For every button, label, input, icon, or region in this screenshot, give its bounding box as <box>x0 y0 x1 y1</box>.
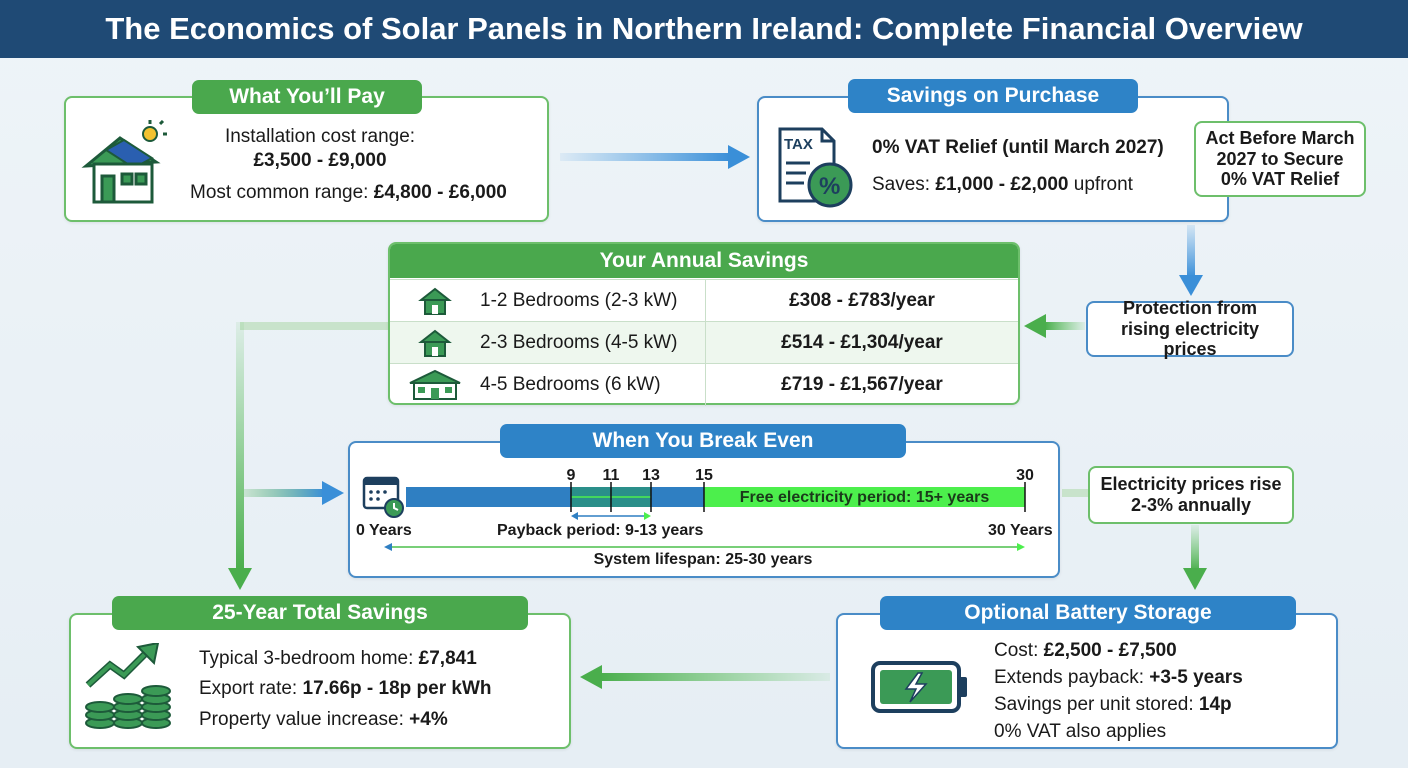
tick-label: 9 <box>566 467 576 484</box>
annual-heading: Your Annual Savings <box>390 244 1018 278</box>
tax-label: TAX <box>784 136 813 153</box>
annual-row-3: 4-5 Bedrooms (6 kW) £719 - £1,567/year <box>390 363 1018 406</box>
house-icon <box>390 328 480 358</box>
tax-document-icon: TAX % <box>778 127 853 208</box>
purchase-heading: Savings on Purchase <box>848 79 1138 113</box>
battery-heading: Optional Battery Storage <box>880 596 1296 630</box>
tick-label: 15 <box>695 467 713 484</box>
pay-line1: Installation cost range: <box>224 126 416 147</box>
battery-per-unit-value: 14p <box>1198 694 1232 715</box>
breakeven-heading: When You Break Even <box>500 424 906 458</box>
free-electricity-label: Free electricity period: 15+ years <box>739 489 990 506</box>
purchase-saves-value: £1,000 - £2,000 <box>935 174 1069 195</box>
lifespan-label: System lifespan: 25-30 years <box>593 551 813 568</box>
total-line2-value: 17.66p - 18p per kWh <box>302 678 492 699</box>
house-icon <box>390 286 480 316</box>
pay-line3-value: £4,800 - £6,000 <box>373 182 507 203</box>
breakeven-timeline <box>362 476 1026 551</box>
purchase-saves-label: Saves: <box>872 174 936 195</box>
end-label: 30 Years <box>988 522 1053 539</box>
battery-per-unit: Savings per unit stored: 14p <box>994 694 1232 716</box>
pay-line2: £3,500 - £9,000 <box>253 150 387 171</box>
battery-extends: Extends payback: +3-5 years <box>994 667 1243 689</box>
battery-cost: Cost: £2,500 - £7,500 <box>994 640 1177 662</box>
protection-note: Protection from rising electricity price… <box>1086 298 1294 359</box>
total-heading: 25-Year Total Savings <box>112 596 528 630</box>
pay-heading: What You’ll Pay <box>192 80 422 114</box>
tick-label: 11 <box>602 467 620 484</box>
battery-extends-label: Extends payback: <box>994 667 1150 688</box>
act-note: Act Before March 2027 to Secure 0% VAT R… <box>1194 121 1366 197</box>
svg-text:%: % <box>819 173 840 200</box>
tick-label: 13 <box>642 467 660 484</box>
annual-row-label: 2-3 Bedrooms (4-5 kW) <box>480 331 678 353</box>
battery-cost-label: Cost: <box>994 640 1044 661</box>
total-line1-value: £7,841 <box>418 648 477 669</box>
annual-row-value: £514 - £1,304/year <box>705 321 1018 364</box>
total-line2-label: Export rate: <box>199 678 303 699</box>
annual-row-value: £719 - £1,567/year <box>705 363 1018 406</box>
battery-icon <box>871 661 967 713</box>
pay-line3: Most common range: £4,800 - £6,000 <box>190 182 507 204</box>
pay-line3-label: Most common range: <box>190 182 374 203</box>
battery-extends-value: +3-5 years <box>1149 667 1243 688</box>
total-line3-value: +4% <box>409 709 448 730</box>
money-growth-icon <box>85 643 171 729</box>
annual-row-value: £308 - £783/year <box>705 279 1018 322</box>
total-line2: Export rate: 17.66p - 18p per kWh <box>199 678 492 700</box>
start-label: 0 Years <box>356 522 412 539</box>
tick-label: 30 <box>1016 467 1034 484</box>
total-line1-label: Typical 3-bedroom home: <box>199 648 419 669</box>
purchase-saves-suffix: upfront <box>1068 174 1133 195</box>
annual-row-label: 1-2 Bedrooms (2-3 kW) <box>480 289 678 311</box>
calendar-icon <box>362 476 404 518</box>
rise-note: Electricity prices rise 2-3% annually <box>1088 466 1294 524</box>
purchase-saves: Saves: £1,000 - £2,000 upfront <box>872 174 1133 196</box>
annual-row-1: 1-2 Bedrooms (2-3 kW) £308 - £783/year <box>390 279 1018 322</box>
payback-label: Payback period: 9-13 years <box>497 522 704 539</box>
house-solar-icon <box>81 120 167 204</box>
page-title: The Economics of Solar Panels in Norther… <box>0 0 1408 58</box>
battery-cost-value: £2,500 - £7,500 <box>1043 640 1177 661</box>
total-line3: Property value increase: +4% <box>199 709 448 731</box>
large-house-icon <box>390 369 480 401</box>
total-line3-label: Property value increase: <box>199 709 410 730</box>
annual-row-label: 4-5 Bedrooms (6 kW) <box>480 373 661 395</box>
battery-vat-note: 0% VAT also applies <box>994 721 1167 742</box>
total-line1: Typical 3-bedroom home: £7,841 <box>199 648 477 670</box>
purchase-vat: 0% VAT Relief (until March 2027) <box>872 137 1164 158</box>
battery-per-unit-label: Savings per unit stored: <box>994 694 1199 715</box>
annual-row-2: 2-3 Bedrooms (4-5 kW) £514 - £1,304/year <box>390 321 1018 364</box>
